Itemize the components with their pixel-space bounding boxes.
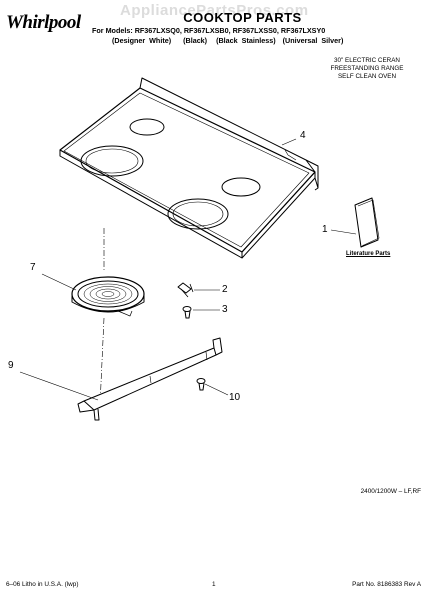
footer-litho: 6–06 Litho in U.S.A. (lwp) xyxy=(6,581,79,588)
variant-universal-silver: (Universal Silver) xyxy=(282,36,344,45)
leader-4 xyxy=(281,138,297,146)
variant-designer-white: (Designer White) xyxy=(112,36,172,45)
screw-3 xyxy=(182,306,192,319)
footer-part-number: Part No. 8186383 Rev A xyxy=(352,581,421,588)
burner-left-rear xyxy=(129,118,165,136)
whirlpool-logo: Whirlpool xyxy=(6,12,81,33)
surface-element xyxy=(71,276,145,317)
element-bracket xyxy=(77,337,223,421)
leader-1 xyxy=(330,229,357,235)
clip xyxy=(177,282,194,298)
model-variants: (Designer White) (Black) (Black Stainles… xyxy=(112,36,343,45)
burner-left-front xyxy=(80,145,144,177)
callout-7: 7 xyxy=(30,262,36,273)
footer-page-number: 1 xyxy=(212,581,216,588)
variant-black: (Black) xyxy=(183,36,208,45)
cooktop xyxy=(59,77,319,259)
leader-10 xyxy=(204,383,229,396)
burner-right-front xyxy=(167,198,229,230)
description-line-3: SELF CLEAN OVEN xyxy=(337,73,397,81)
callout-4: 4 xyxy=(300,130,306,141)
description-line-2: FREESTANDING RANGE xyxy=(330,65,404,73)
screw-10 xyxy=(196,378,206,391)
variant-black-stainless: (Black Stainless) xyxy=(216,36,276,45)
range-description: 30" ELECTRIC CERAN FREESTANDING RANGE SE… xyxy=(312,57,422,82)
leader-7 xyxy=(41,273,77,291)
models-line: For Models: RF367LXSQ0, RF367LXSB0, RF36… xyxy=(92,26,326,35)
watermark: AppliancePartsPros.com xyxy=(120,2,309,19)
wattage-rating: 2400/1200W – LF,RF xyxy=(360,488,421,495)
page-title: COOKTOP PARTS xyxy=(183,10,302,25)
literature-parts-label: Literature Parts xyxy=(346,251,391,257)
callout-1: 1 xyxy=(322,224,328,235)
callout-3: 3 xyxy=(222,304,228,315)
alignment-line xyxy=(99,228,105,406)
callout-10: 10 xyxy=(229,392,241,403)
leader-9 xyxy=(19,371,99,401)
literature-parts-icon xyxy=(354,197,380,248)
burner-right-rear xyxy=(221,177,261,197)
description-line-1: 30" ELECTRIC CERAN xyxy=(334,57,400,64)
callout-9: 9 xyxy=(8,360,14,371)
callout-2: 2 xyxy=(222,284,228,295)
